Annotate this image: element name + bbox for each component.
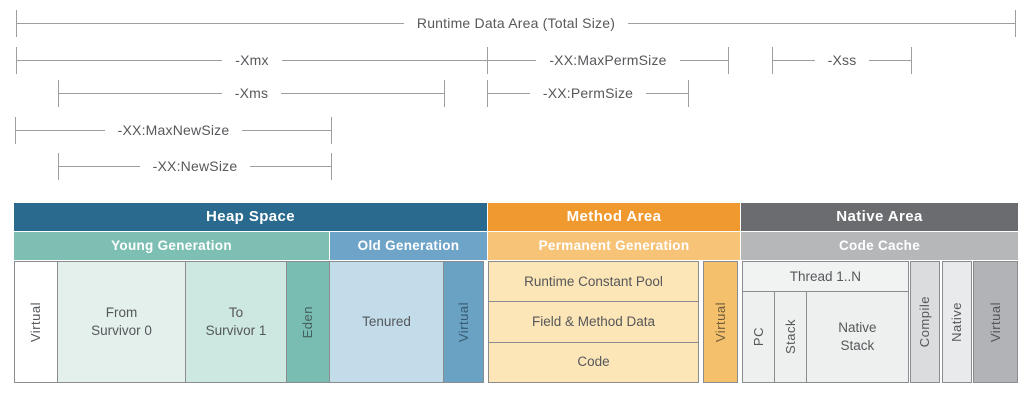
dim-label-max-perm-size: -XX:MaxPermSize (536, 47, 680, 74)
heap-virtual-right-cell: Virtual (443, 261, 484, 383)
field-method-data-cell: Field & Method Data (488, 301, 699, 343)
dim-label-xss: -Xss (814, 47, 870, 74)
dim-line-perm-size: -XX:PermSize (487, 80, 689, 107)
to-survivor-1-cell: To Survivor 1 (185, 261, 287, 383)
heap-space-area: Heap Space Young Generation Old Generati… (14, 203, 487, 383)
heap-virtual-left-cell: Virtual (14, 261, 58, 383)
permanent-generation-header: Permanent Generation (488, 232, 740, 260)
eden-label: Eden (300, 305, 316, 339)
code-cache-header: Code Cache (741, 232, 1018, 260)
dim-line-xms: -Xms (58, 80, 445, 107)
native-body: Thread 1..N PC Stack Native Stack Compil… (741, 261, 1019, 383)
dim-line-max-new-size: -XX:MaxNewSize (15, 117, 332, 144)
pc-cell: PC (742, 291, 775, 383)
heap-subheaders: Young Generation Old Generation (14, 232, 487, 260)
code-cell: Code (488, 341, 699, 383)
dim-line-xss: -Xss (772, 47, 912, 74)
native-area-header: Native Area (741, 203, 1018, 231)
native-virtual-cell: Virtual (973, 261, 1019, 383)
from-survivor-0-cell: From Survivor 0 (57, 261, 186, 383)
heap-body: Virtual From Survivor 0 To Survivor 1 Ed… (14, 261, 487, 383)
native-area: Native Area Code Cache Thread 1..N PC St… (741, 203, 1019, 383)
dim-line-max-perm-size: -XX:MaxPermSize (487, 47, 729, 74)
method-subheaders: Permanent Generation (488, 232, 740, 260)
native-label: Native (949, 302, 965, 342)
thread-header: Thread 1..N (742, 261, 909, 292)
method-area: Method Area Permanent Generation Runtime… (488, 203, 740, 383)
method-area-header: Method Area (488, 203, 740, 231)
native-virtual-label: Virtual (987, 301, 1003, 343)
dim-label-xms: -Xms (221, 80, 282, 107)
native-cell: Native (941, 261, 973, 383)
pc-label: PC (750, 327, 766, 347)
dim-line-runtime-data-area: Runtime Data Area (Total Size) (16, 10, 1016, 37)
eden-cell: Eden (286, 261, 330, 383)
native-stack-cell: Native Stack (806, 291, 909, 383)
runtime-constant-pool-cell: Runtime Constant Pool (488, 261, 699, 303)
method-virtual-cell: Virtual (703, 261, 738, 383)
compile-label: Compile (916, 296, 932, 348)
dim-label-runtime-data-area: Runtime Data Area (Total Size) (403, 10, 629, 37)
thread-group: Thread 1..N PC Stack Native Stack (742, 261, 909, 383)
method-body: Runtime Constant Pool Field & Method Dat… (488, 261, 740, 383)
native-subheaders: Code Cache (741, 232, 1018, 260)
stack-cell: Stack (774, 291, 807, 383)
permanent-generation-cells: Runtime Constant Pool Field & Method Dat… (488, 261, 699, 383)
old-generation-header: Old Generation (330, 232, 487, 260)
heap-virtual-left-label: Virtual (28, 301, 44, 343)
method-virtual-label: Virtual (712, 301, 728, 343)
tenured-cell: Tenured (329, 261, 444, 383)
dim-line-new-size: -XX:NewSize (58, 153, 332, 180)
dim-label-xmx: -Xmx (222, 47, 282, 74)
dim-label-perm-size: -XX:PermSize (529, 80, 647, 107)
heap-space-header: Heap Space (14, 203, 487, 231)
thread-cells: PC Stack Native Stack (742, 291, 909, 383)
dim-label-new-size: -XX:NewSize (139, 153, 251, 180)
dim-label-max-new-size: -XX:MaxNewSize (104, 117, 243, 144)
young-generation-header: Young Generation (14, 232, 329, 260)
compile-cell: Compile (909, 261, 940, 383)
stack-label: Stack (782, 319, 798, 355)
dim-line-xmx: -Xmx (16, 47, 488, 74)
heap-virtual-right-label: Virtual (455, 301, 471, 343)
